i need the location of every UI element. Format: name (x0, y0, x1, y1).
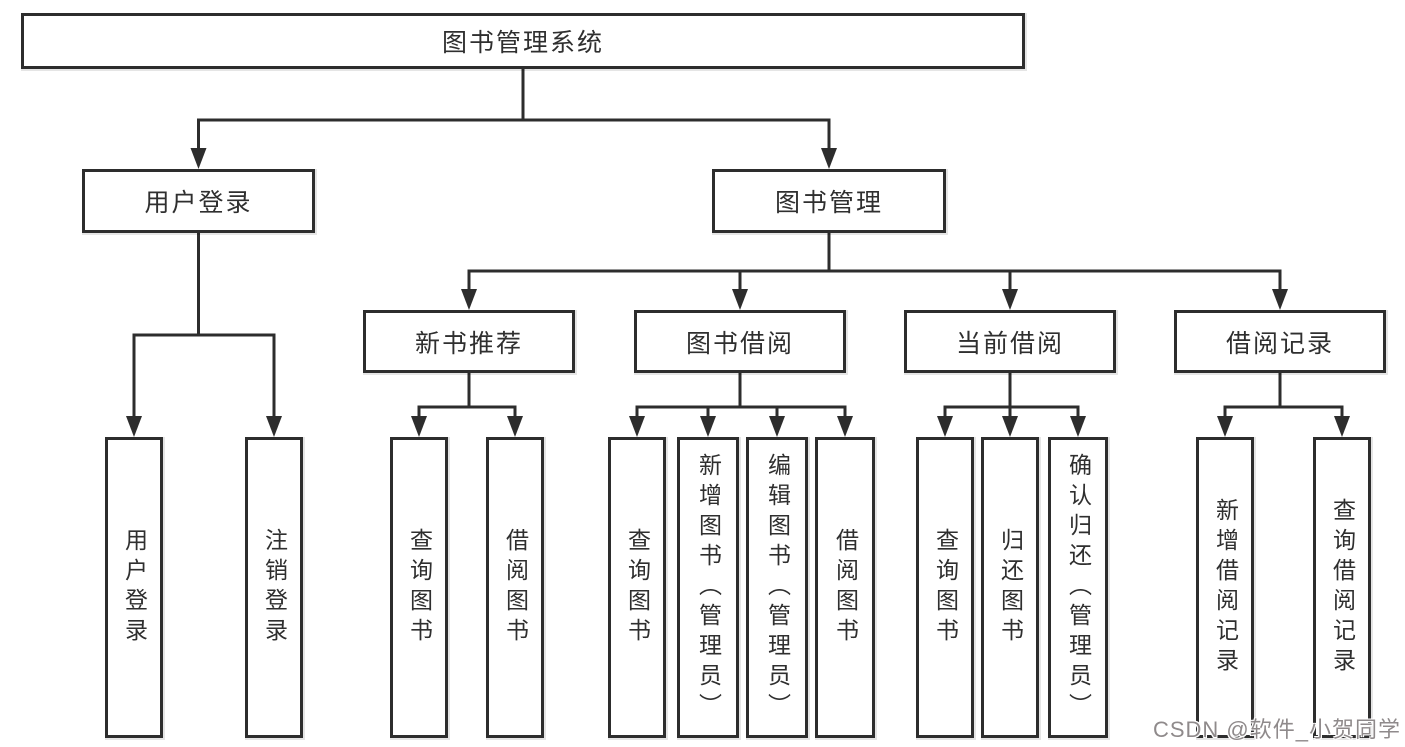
node-leaf-cb-return: 归还图书 (981, 437, 1039, 738)
node-root: 图书管理系统 (21, 13, 1025, 69)
node-label: 当前借阅 (955, 329, 1064, 358)
node-label: 图书借阅 (685, 329, 794, 358)
node-leaf-br-add: 新增借阅记录 (1196, 437, 1254, 738)
arrowhead-icon (190, 148, 207, 169)
arrowhead-icon (700, 416, 716, 437)
node-label: 用户登录 (144, 189, 253, 217)
arrowhead-icon (732, 289, 748, 310)
node-label: 归还图书 (997, 527, 1024, 648)
node-current-borrow: 当前借阅 (904, 310, 1116, 373)
node-user-login: 用户登录 (82, 169, 315, 233)
node-label: 图书管理 (774, 189, 883, 217)
arrowhead-icon (1334, 416, 1350, 437)
node-label: 编辑图书（管理员） (764, 452, 791, 723)
node-label: 用户登录 (121, 527, 148, 648)
arrowhead-icon (461, 289, 477, 310)
node-leaf-logout: 注销登录 (245, 437, 303, 738)
node-label: 注销登录 (261, 527, 288, 648)
arrowhead-icon (1002, 289, 1018, 310)
node-label: 新书推荐 (414, 329, 523, 358)
node-label: 借阅图书 (502, 527, 529, 648)
arrowhead-icon (629, 416, 645, 437)
node-label: 图书管理系统 (441, 29, 604, 57)
arrowhead-icon (411, 416, 427, 437)
node-leaf-bb-borrow: 借阅图书 (815, 437, 875, 738)
node-label: 查询图书 (932, 527, 959, 648)
node-leaf-br-query: 查询借阅记录 (1313, 437, 1371, 738)
arrowhead-icon (266, 416, 282, 437)
node-leaf-rec-borrow: 借阅图书 (486, 437, 544, 738)
node-leaf-cb-query: 查询图书 (916, 437, 974, 738)
arrowhead-icon (1217, 416, 1233, 437)
arrowhead-icon (1002, 416, 1018, 437)
node-label: 查询图书 (406, 527, 433, 648)
node-leaf-rec-query: 查询图书 (390, 437, 448, 738)
node-label: 新增借阅记录 (1212, 497, 1239, 678)
node-leaf-login: 用户登录 (105, 437, 163, 738)
node-leaf-bb-query: 查询图书 (608, 437, 666, 738)
node-borrow-records: 借阅记录 (1174, 310, 1386, 373)
node-label: 查询图书 (624, 527, 651, 648)
node-label: 借阅图书 (832, 527, 859, 648)
arrowhead-icon (1272, 289, 1288, 310)
node-book-borrow: 图书借阅 (634, 310, 846, 373)
arrowhead-icon (837, 416, 853, 437)
node-label: 查询借阅记录 (1329, 497, 1356, 678)
node-label: 新增图书（管理员） (695, 452, 722, 723)
arrowhead-icon (507, 416, 523, 437)
node-leaf-bb-edit: 编辑图书（管理员） (746, 437, 808, 738)
arrowhead-icon (769, 416, 785, 437)
node-label: 借阅记录 (1225, 329, 1334, 358)
node-label: 确认归还（管理员） (1065, 452, 1092, 723)
arrowhead-icon (1070, 416, 1086, 437)
node-leaf-bb-add: 新增图书（管理员） (677, 437, 739, 738)
arrowhead-icon (937, 416, 953, 437)
csdn-watermark: CSDN @软件_小贺同学 (1152, 717, 1401, 742)
node-new-book-rec: 新书推荐 (363, 310, 575, 373)
arrowhead-icon (126, 416, 142, 437)
arrowhead-icon (821, 148, 837, 169)
node-book-mgmt: 图书管理 (712, 169, 946, 233)
node-leaf-cb-confirm: 确认归还（管理员） (1048, 437, 1108, 738)
